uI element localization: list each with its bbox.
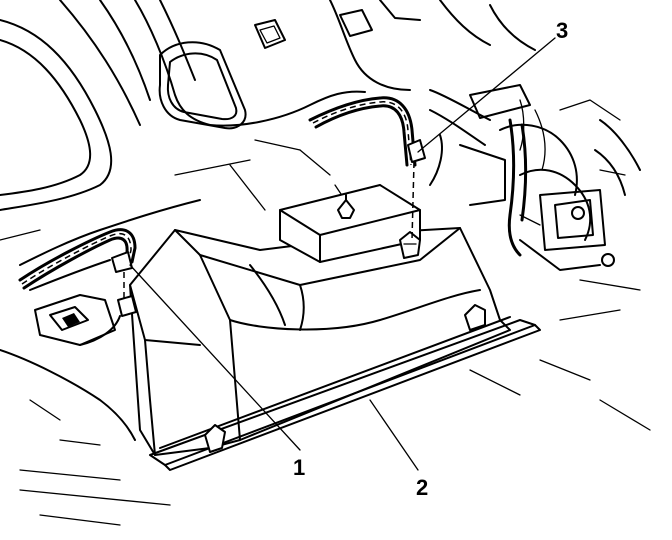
- connector-right: [407, 139, 426, 241]
- callout-label-3: 3: [556, 18, 568, 43]
- wire-harness-conduit-lower: [18, 228, 137, 290]
- leader-lines: [129, 37, 556, 471]
- wire-harness-conduit-upper: [308, 96, 528, 257]
- storage-compartment: [129, 184, 541, 471]
- leader-line-3: [417, 37, 556, 153]
- leader-line-1: [129, 264, 301, 451]
- instrument-panel-outline: [0, 0, 366, 291]
- floor-bracket-left: [0, 294, 171, 526]
- connector-left: [79, 251, 137, 346]
- callout-label-1: 1: [293, 455, 305, 480]
- leader-line-2: [369, 399, 419, 471]
- air-vent-opening: [158, 19, 286, 130]
- callout-label-2: 2: [416, 475, 428, 500]
